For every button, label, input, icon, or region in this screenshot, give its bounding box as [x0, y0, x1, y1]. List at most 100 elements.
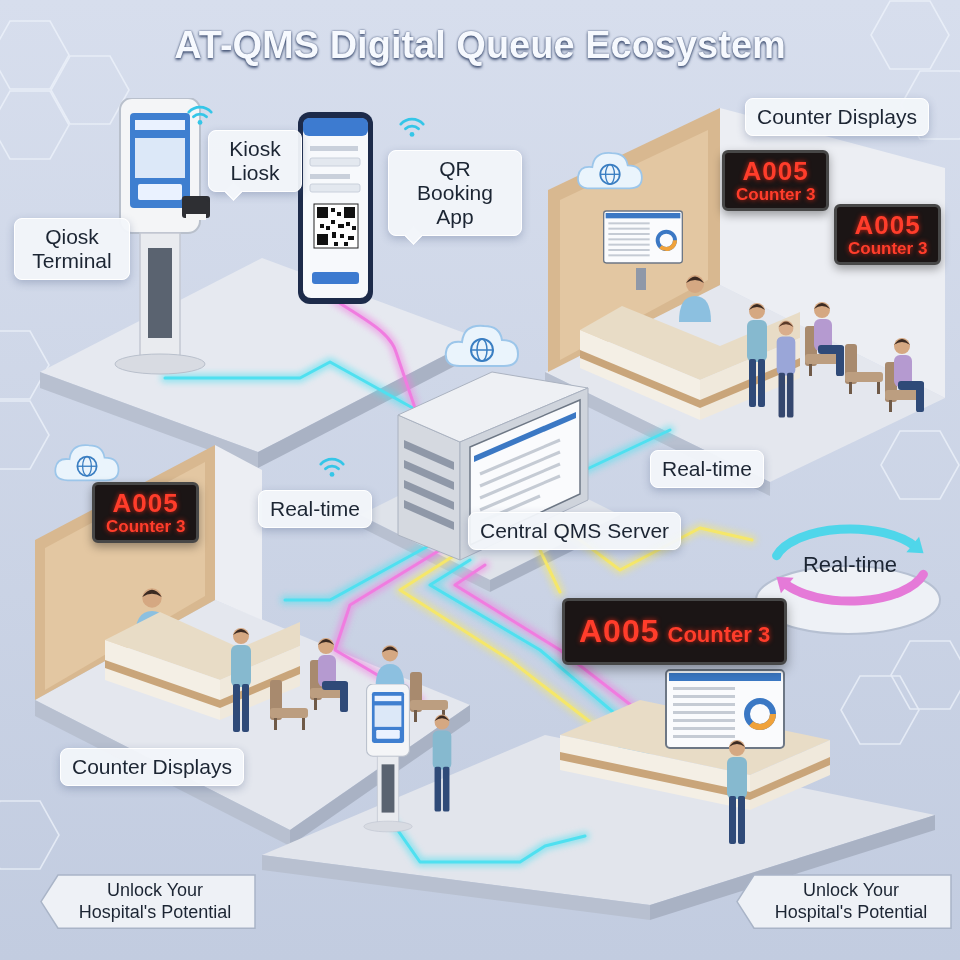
top-right-counter — [747, 303, 767, 407]
hexagon-pattern — [891, 641, 960, 709]
top-right-counter — [679, 275, 711, 322]
node-text: A005 — [848, 211, 927, 240]
node-text: A005 — [106, 489, 185, 518]
node-text: Central QMS Server — [480, 519, 669, 543]
phone-app — [314, 204, 358, 248]
bottom-left-room — [215, 445, 262, 620]
wifi-icons — [189, 107, 211, 125]
data-wires — [165, 362, 420, 412]
node-text: Counter 3 — [736, 186, 815, 205]
hexagon-pattern — [0, 801, 59, 869]
phone-app — [317, 234, 328, 245]
top-right-counter — [580, 350, 700, 408]
phone-app — [310, 158, 360, 166]
led-display: A005Counter 3 — [92, 482, 199, 543]
data-wires — [165, 300, 752, 862]
phone-app — [317, 207, 356, 246]
node-text: A005 — [736, 157, 815, 186]
banner-tag: Unlock Your Hospital's Potential — [40, 874, 256, 929]
node-text: Counter 3 — [668, 622, 771, 648]
top-right-counter — [604, 211, 683, 263]
kiosk-terminal — [186, 214, 206, 220]
bottom-left-room — [35, 700, 290, 846]
phone-app — [331, 220, 335, 224]
phone-app — [310, 146, 358, 151]
phone-app — [320, 224, 324, 228]
phone-app — [310, 184, 360, 192]
banner-shape — [737, 875, 951, 928]
hexagon-pattern — [841, 676, 919, 744]
node-text: QR Booking App — [400, 157, 510, 229]
node-text: Unlock Your Hospital's Potential — [762, 880, 940, 923]
bottom-left-counter — [270, 680, 308, 730]
banner-shape — [41, 875, 255, 928]
bottom-left-counter — [364, 684, 412, 832]
callout-bubble: Qiosk Terminal — [14, 218, 130, 280]
bottom-right-counter — [750, 740, 830, 810]
node-text: A005 — [579, 613, 660, 650]
ring-arc — [777, 529, 916, 556]
bottom-left-counter — [433, 715, 452, 812]
led-display: A005Counter 3 — [834, 204, 941, 265]
data-wires — [335, 300, 415, 408]
title: AT-QMS Digital Queue Ecosystem — [0, 24, 960, 67]
bottom-left-counter — [105, 640, 220, 720]
hexagon-pattern — [0, 331, 49, 399]
phone-app — [303, 118, 368, 136]
phone-app — [344, 242, 348, 246]
clouds — [55, 445, 118, 480]
phone-app — [348, 236, 354, 240]
top-right-counter — [777, 321, 796, 418]
ring-arrowhead — [906, 537, 923, 554]
label-tag: Real-time — [650, 450, 764, 488]
node-text: Counter 3 — [106, 518, 185, 537]
bottom-left-counter — [231, 628, 251, 732]
hexagon-pattern — [0, 21, 69, 89]
top-right-counter — [580, 330, 700, 420]
callout-bubble: QR Booking App — [388, 150, 522, 236]
phone-app — [346, 222, 350, 226]
phone-app — [326, 226, 330, 230]
data-wires — [285, 545, 430, 600]
phone-app — [340, 234, 344, 238]
callout-bubble: Counter Displays — [745, 98, 929, 136]
node-text: Unlock Your Hospital's Potential — [66, 880, 244, 923]
data-wires — [392, 822, 585, 862]
data-wires — [165, 300, 752, 862]
label-tag: Real-time — [258, 490, 372, 528]
bottom-left-room — [35, 445, 470, 846]
phone-app — [298, 112, 373, 304]
clouds — [578, 153, 642, 189]
label-tag: Central QMS Server — [468, 512, 681, 550]
node-text: Real-time — [662, 457, 752, 481]
wifi-icons — [321, 459, 343, 477]
phone-app — [337, 212, 341, 216]
central-server — [404, 440, 454, 530]
bottom-right-counter — [560, 670, 830, 844]
ring-arrowhead — [776, 577, 793, 594]
led-display: A005 Counter 3 — [562, 598, 787, 665]
hexagon-pattern — [881, 431, 959, 499]
node-text: Real-time — [270, 497, 360, 521]
data-wires — [165, 362, 420, 412]
bottom-right-counter — [727, 740, 747, 844]
node-text: Kiosk Liosk — [220, 137, 290, 185]
phone-app — [352, 226, 356, 230]
bottom-right-counter — [750, 757, 830, 800]
data-wires — [335, 300, 415, 408]
bottom-left-counter — [410, 672, 448, 722]
phone-app — [312, 272, 359, 284]
phone-app — [332, 232, 336, 238]
central-server — [480, 440, 560, 522]
cycle-ring: Real-time — [762, 515, 938, 615]
data-wires — [540, 550, 560, 592]
banner-tag: Unlock Your Hospital's Potential — [736, 874, 952, 929]
bottom-left-counter — [105, 588, 451, 832]
phone-app — [338, 224, 344, 228]
node-text: Counter Displays — [72, 755, 232, 779]
top-right-room — [545, 108, 945, 496]
data-wires — [392, 822, 585, 862]
